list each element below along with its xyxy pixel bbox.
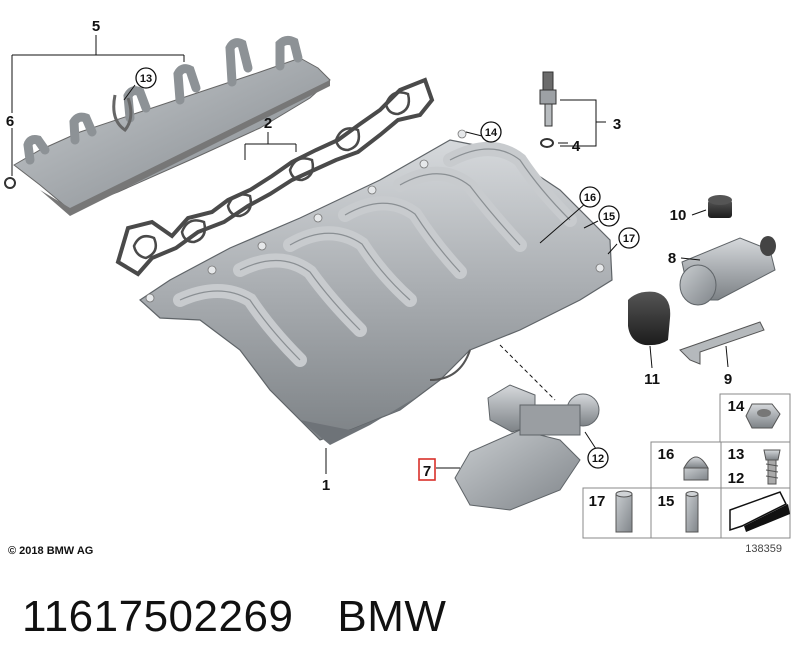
callout-13: 13 (140, 73, 152, 85)
legend-12: 12 (728, 470, 745, 487)
callout-17: 17 (623, 233, 635, 245)
callout-3: 3 (613, 116, 621, 133)
bracket-part (679, 321, 765, 365)
callout-9: 9 (724, 371, 732, 388)
legend-17: 17 (589, 493, 606, 510)
o-ring-6 (4, 177, 16, 189)
brand-name: BMW (337, 592, 447, 641)
valve-part (679, 236, 776, 306)
cap-part (708, 195, 732, 218)
callout-8: 8 (668, 250, 676, 267)
copyright-text: © 2018 BMW AG (8, 545, 93, 557)
actuator-part (454, 384, 600, 511)
vent-rail-part (13, 35, 331, 216)
callout-16: 16 (584, 192, 596, 204)
gasket-part (115, 77, 435, 277)
callout-4: 4 (572, 138, 581, 155)
callout-labels: 5 6 2 3 4 10 8 11 9 1 (6, 18, 732, 494)
circled-callouts: 13 14 16 15 17 12 (135, 67, 640, 469)
callout-12: 12 (592, 453, 604, 465)
callout-2: 2 (264, 115, 272, 132)
intake-manifold-part (139, 129, 613, 445)
legend-13: 13 (728, 446, 745, 463)
legend-16: 16 (658, 446, 675, 463)
callout-14: 14 (485, 127, 498, 139)
parts-diagram: 5 6 2 3 4 10 8 11 9 1 13 14 16 15 17 12 … (4, 18, 791, 557)
callout-15: 15 (603, 211, 615, 223)
callout-7: 7 (423, 463, 431, 480)
callout-11: 11 (644, 371, 660, 388)
callout-1: 1 (322, 477, 330, 494)
part-number: 11617502269 (22, 592, 294, 641)
rubber-mount-part (628, 291, 671, 346)
legend-15: 15 (658, 493, 675, 510)
leader-lines (11, 35, 729, 474)
drawing-number: 138359 (745, 543, 782, 555)
part-caption: 11617502269 BMW (22, 587, 446, 647)
sensor-part (539, 71, 557, 127)
legend-14: 14 (728, 398, 745, 415)
callout-7-highlight: 7 (418, 458, 436, 481)
callout-10: 10 (670, 207, 687, 224)
callout-6: 6 (6, 113, 14, 130)
seal-ring-part (540, 138, 554, 148)
legend-hardware-drawings (615, 403, 790, 533)
callout-5: 5 (92, 18, 100, 35)
legend-labels: 14 16 13 12 17 15 (589, 398, 745, 510)
